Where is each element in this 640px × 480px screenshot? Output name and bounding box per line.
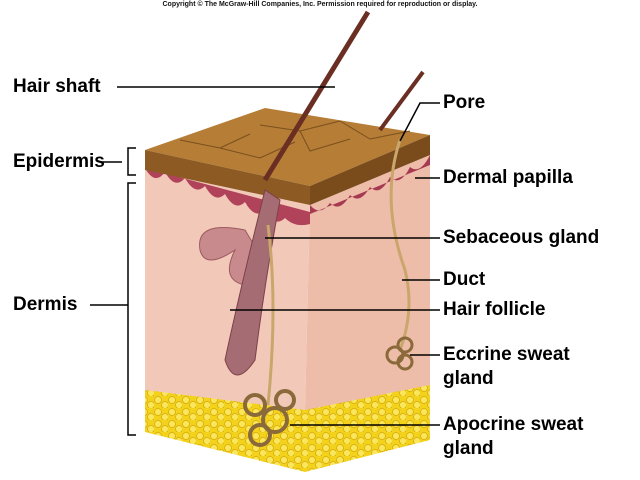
label-eccrine-line2: gland <box>443 368 494 389</box>
label-apocrine-line1: Apocrine sweat <box>443 414 584 435</box>
apocrine-gland <box>243 389 296 447</box>
eccrine-gland <box>385 336 414 371</box>
label-eccrine-line1: Eccrine sweat <box>443 344 570 365</box>
label-apocrine-line2: gland <box>443 438 494 459</box>
label-duct: Duct <box>443 269 486 290</box>
label-sebaceous-gland: Sebaceous gland <box>443 227 600 248</box>
label-epidermis: Epidermis <box>13 151 105 172</box>
hair-follicle <box>224 189 281 376</box>
label-pore: Pore <box>443 92 486 113</box>
label-hair-shaft: Hair shaft <box>13 76 101 97</box>
eccrine-duct <box>389 139 411 351</box>
label-hair-follicle: Hair follicle <box>443 299 546 320</box>
hair-shaft-main <box>262 10 371 182</box>
copyright-notice: Copyright © The McGraw-Hill Companies, I… <box>162 1 478 8</box>
label-dermal-papilla: Dermal papilla <box>443 167 573 188</box>
leader-lines <box>90 86 440 436</box>
label-dermis: Dermis <box>13 294 78 315</box>
